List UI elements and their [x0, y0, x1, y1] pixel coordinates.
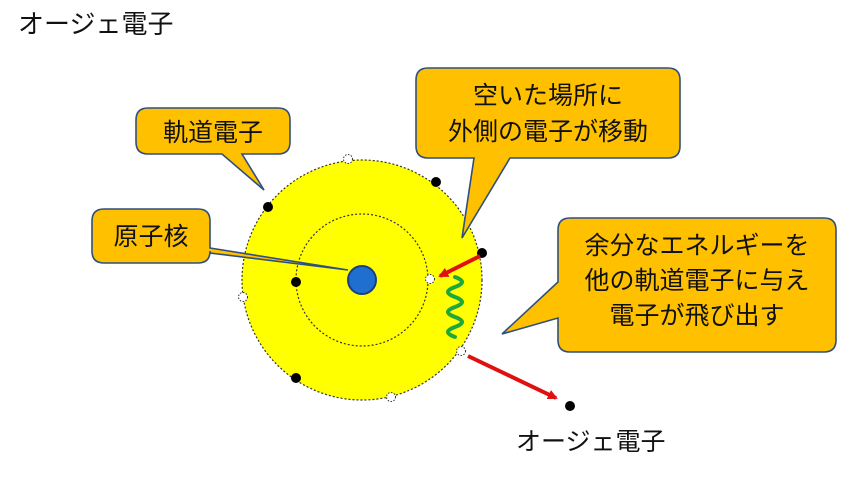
nucleus: [347, 265, 377, 295]
page-title: オージェ電子: [18, 10, 174, 40]
red-arrow: [467, 354, 558, 400]
electron-dot: [565, 401, 575, 411]
label-nucleus: 原子核: [113, 222, 188, 251]
callout-orbital-electron: [135, 107, 291, 191]
callout-vacancy-filled: [415, 67, 681, 239]
vacancy-circle: [343, 154, 353, 164]
electron-dot: [291, 277, 301, 287]
vacancy-circle: [386, 392, 396, 402]
electron-dot: [263, 202, 273, 212]
callout-energy-transfer: [501, 217, 837, 353]
green-wave: [446, 275, 464, 339]
electron-dot: [291, 373, 301, 383]
electron-dot: [431, 177, 441, 187]
label-energy-line3: 電子が飛び出す: [609, 301, 784, 330]
vacancy-circle: [238, 292, 248, 302]
vacancy-circle: [456, 346, 466, 356]
label-energy-line1: 余分なエネルギーを: [584, 231, 809, 260]
red-arrow: [438, 254, 481, 278]
label-vacancy-line1: 空いた場所に: [473, 81, 623, 110]
label-vacancy-line2: 外側の電子が移動: [448, 117, 648, 146]
callout-nucleus: [91, 208, 349, 271]
label-energy-line2: 他の軌道電子に与え: [584, 266, 809, 295]
label-orbital-electron: 軌道電子: [163, 118, 263, 147]
auger-electron-label: オージェ電子: [516, 427, 666, 456]
vacancy-circle: [425, 274, 435, 284]
